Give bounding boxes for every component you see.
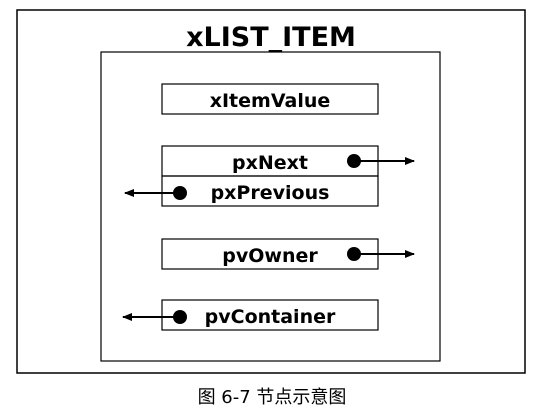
previous-pointer	[124, 186, 187, 200]
field-previous: pxPrevious	[161, 175, 379, 207]
field-item-value-label: xItemValue	[210, 90, 331, 112]
struct-title: xLIST_ITEM	[186, 22, 356, 53]
figure-caption: 图 6-7 节点示意图	[198, 387, 347, 408]
next-pointer	[347, 154, 415, 168]
field-next-label: pxNext	[232, 152, 308, 174]
field-next: pxNext	[161, 145, 379, 177]
field-container-label: pvContainer	[205, 306, 336, 328]
struct-box	[100, 51, 441, 362]
field-owner: pvOwner	[161, 238, 379, 270]
field-container: pvContainer	[161, 299, 379, 331]
outer-frame	[16, 9, 526, 374]
field-previous-label: pxPrevious	[211, 182, 330, 204]
container-pointer	[122, 310, 187, 324]
owner-pointer	[347, 247, 415, 261]
field-item-value: xItemValue	[161, 83, 379, 115]
field-owner-label: pvOwner	[222, 245, 318, 267]
